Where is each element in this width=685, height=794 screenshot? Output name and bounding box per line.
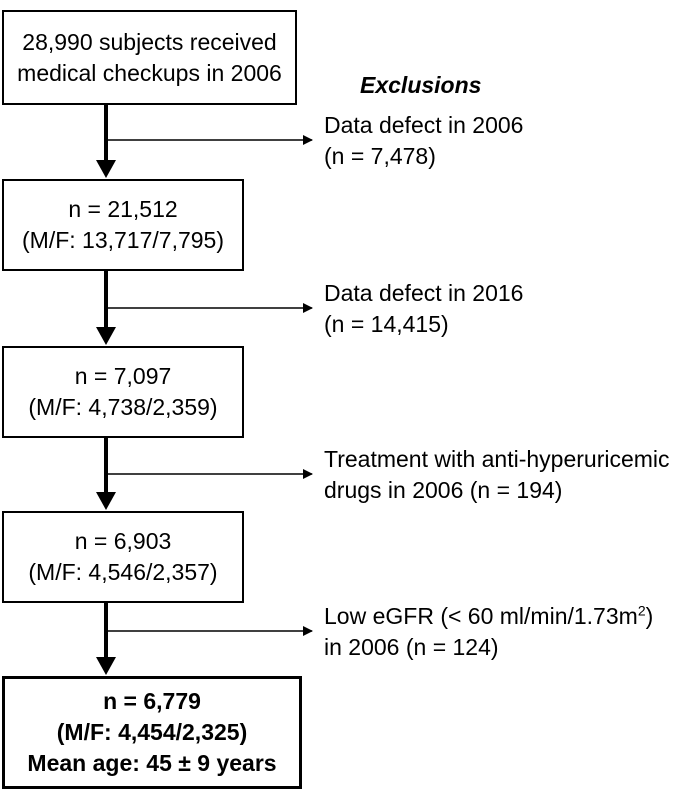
box-line: n = 21,512 [68,196,178,222]
superscript: 2 [637,602,646,619]
box-line: 28,990 subjects received [22,28,277,55]
exclusion-line: Treatment with anti-hyperuricemic [324,446,670,472]
box-line: (M/F: 4,546/2,357) [28,559,218,585]
main-arrowhead-1 [96,160,116,178]
box-line: (M/F: 4,738/2,359) [28,394,218,420]
exclusion-1: Data defect in 2006 (n = 7,478) [324,110,523,172]
exclusion-line: drugs in 2006 (n = 194) [324,477,563,503]
main-arrowhead-4 [96,657,116,675]
box-line: Mean age: 45 ± 9 years [27,750,277,776]
main-arrows [96,104,116,675]
box-line: (M/F: 13,717/7,795) [22,227,224,253]
exclusion-text: ) [645,603,654,629]
main-arrowhead-2 [96,327,116,345]
box-line: n = 7,097 [74,363,172,389]
box-after-exclusion-2: n = 7,097 (M/F: 4,738/2,359) [2,346,244,438]
exclusion-line: (n = 14,415) [324,311,449,337]
box-initial-population: 28,990 subjects received medical checkup… [2,10,297,105]
exclusion-line: Low eGFR (< 60 ml/min/1.73m2) [324,601,653,632]
exclusion-4: Low eGFR (< 60 ml/min/1.73m2) in 2006 (n… [324,601,653,663]
box-final-cohort: n = 6,779 (M/F: 4,454/2,325) Mean age: 4… [2,676,302,789]
box-after-exclusion-1: n = 21,512 (M/F: 13,717/7,795) [2,179,244,271]
exclusion-line: Data defect in 2016 [324,280,524,306]
exclusion-arrows [106,135,313,636]
exclusion-line: in 2006 (n = 124) [324,634,499,660]
exclusion-line: (n = 7,478) [324,143,436,169]
box-after-exclusion-3: n = 6,903 (M/F: 4,546/2,357) [2,511,244,603]
box-line: (M/F: 4,454/2,325) [56,719,248,745]
box-line: medical checkups in 2006 [17,59,282,86]
exclusion-line: Data defect in 2006 [324,112,524,138]
exclusion-3: Treatment with anti-hyperuricemic drugs … [324,444,670,506]
exclusion-2: Data defect in 2016 (n = 14,415) [324,278,523,340]
box-line: n = 6,903 [74,528,172,554]
main-arrowhead-3 [96,492,116,510]
exclusions-heading: Exclusions [360,72,482,98]
exclusion-text: Low eGFR (< 60 ml/min/1.73m [324,603,638,629]
box-line: n = 6,779 [103,688,201,714]
